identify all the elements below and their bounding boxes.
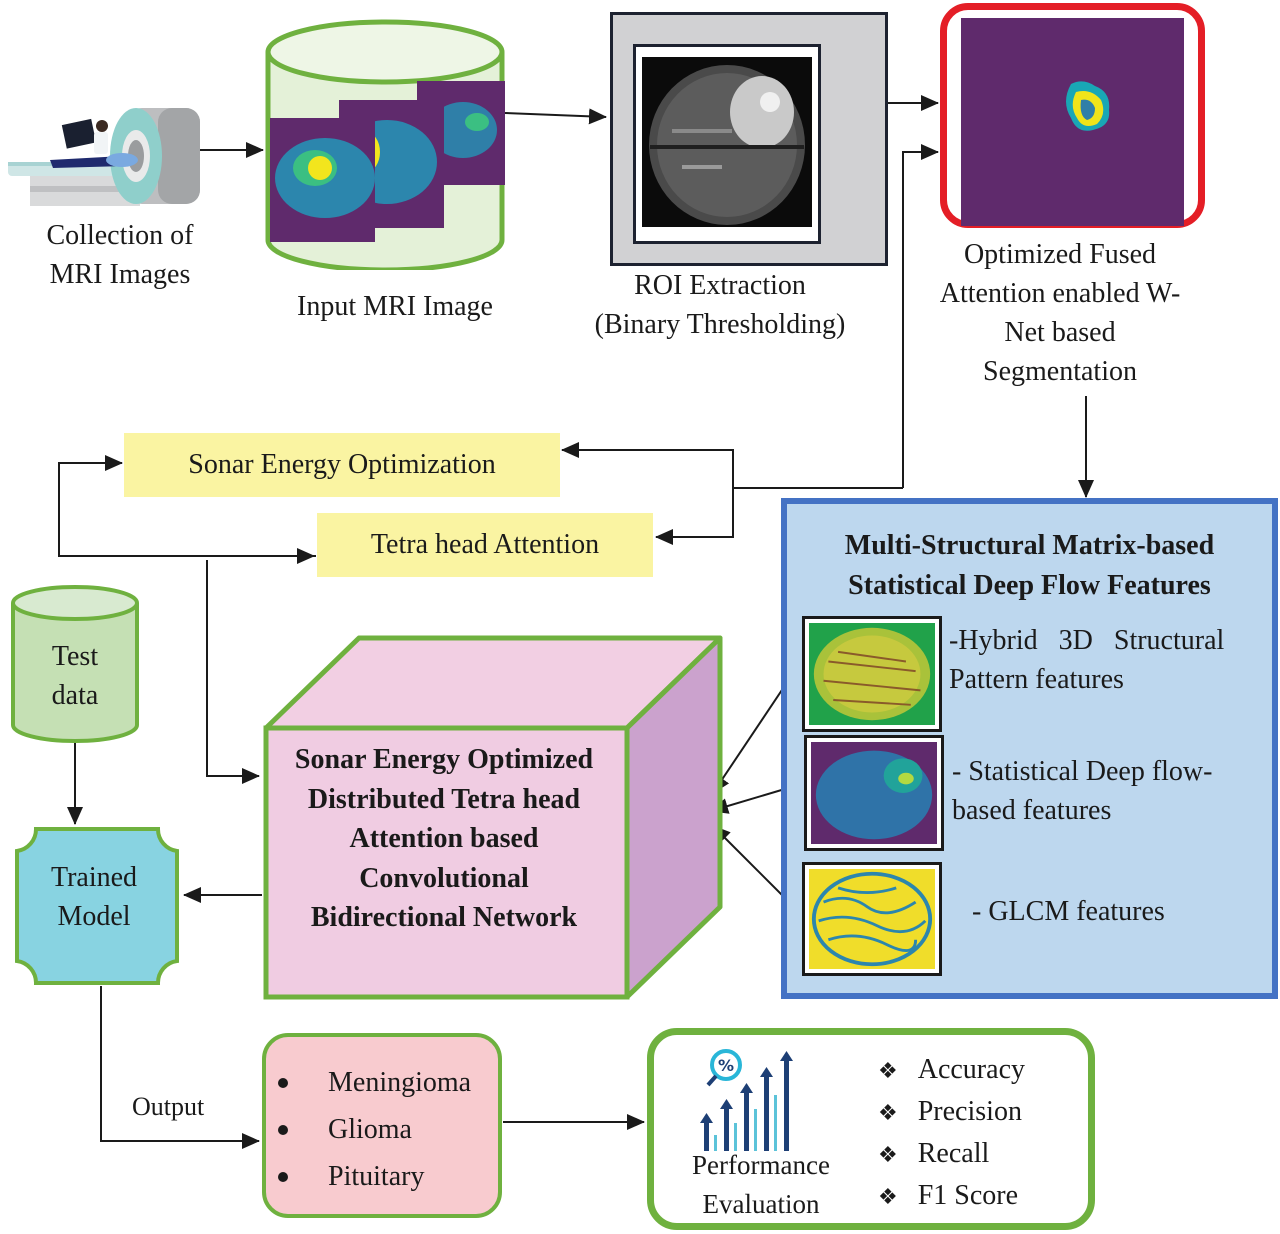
feature-item-1-line1: -Hybrid 3D Structural: [949, 625, 1225, 656]
roi-brain-image: [642, 57, 812, 227]
output-classes-box: Meningioma Glioma Pituitary: [262, 1033, 502, 1218]
bullet-icon: [278, 1171, 288, 1182]
segmentation-output-box: [940, 3, 1205, 228]
trained-model-line2: Model: [57, 901, 131, 932]
segmentation-label-line4: Segmentation: [983, 356, 1137, 387]
test-data-database: [11, 585, 139, 743]
metric-label: Precision: [917, 1096, 1022, 1127]
output-label: Output: [132, 1092, 205, 1121]
trained-model-shape: [15, 827, 179, 985]
roi-label: ROI Extraction (Binary Thresholding): [570, 266, 870, 344]
feature-item-2-line2: based features: [952, 795, 1112, 826]
segmentation-label: Optimized Fused Attention enabled W- Net…: [905, 235, 1215, 391]
arrow-loop-to-tetra: [655, 488, 734, 545]
arrow-loop-to-seg: [902, 144, 939, 488]
network-label-line5: Bidirectional Network: [310, 902, 578, 933]
cube-front-face: [263, 725, 630, 1000]
performance-evaluation-box: % Performance Evaluation ❖ Accuracy ❖ Prec…: [647, 1028, 1095, 1230]
statistical-deep-flow-thumbnail: [804, 735, 944, 851]
diamond-bullet-icon: ❖: [878, 1100, 898, 1125]
feature-item-3: - GLCM features: [972, 896, 1165, 927]
class-label: Meningioma: [328, 1067, 472, 1098]
collection-label: Collection of MRI Images: [20, 216, 220, 294]
test-data-line2: data: [51, 680, 99, 711]
segmentation-mask-image: [961, 18, 1184, 226]
collection-label-line2: MRI Images: [49, 259, 191, 290]
input-label: Input MRI Image: [297, 291, 493, 322]
metric-recall: ❖ Recall: [878, 1133, 989, 1176]
class-item-meningioma: Meningioma: [278, 1065, 471, 1101]
features-title: Multi-Structural Matrix-based Statistica…: [787, 526, 1272, 606]
test-data-line1: Test: [51, 641, 99, 672]
network-label: Sonar Energy Optimized Distributed Tetra…: [268, 740, 620, 938]
segmentation-label-line1: Optimized Fused: [963, 239, 1157, 270]
mri-scanner-icon: [8, 108, 200, 206]
metric-label: F1 Score: [917, 1180, 1019, 1211]
arrow-trained-to-classes: [100, 986, 260, 1149]
test-data-label: Test data: [10, 637, 140, 715]
features-title-line2: Statistical Deep Flow Features: [848, 570, 1211, 601]
feature-item-2-line1: - Statistical Deep flow-: [952, 756, 1213, 787]
network-label-line1: Sonar Energy Optimized: [294, 744, 594, 775]
glcm-thumbnail: [802, 862, 942, 976]
arrow-input-to-roi: [504, 108, 607, 125]
features-panel: Multi-Structural Matrix-based Statistica…: [781, 498, 1278, 999]
metric-label: Recall: [917, 1138, 990, 1169]
feature-item-1-line2: Pattern features: [949, 664, 1124, 695]
class-label: Pituitary: [328, 1161, 425, 1192]
network-label-line4: Convolutional: [359, 862, 529, 894]
features-title-line1: Multi-Structural Matrix-based: [844, 530, 1215, 561]
performance-label: Performance Evaluation: [676, 1146, 846, 1224]
roi-label-line1: ROI Extraction: [634, 270, 806, 301]
diamond-bullet-icon: ❖: [878, 1184, 898, 1209]
bullet-icon: [278, 1124, 288, 1135]
tetra-head-attention-box: Tetra head Attention: [317, 513, 653, 577]
network-label-line3: Attention based: [349, 823, 539, 854]
segmentation-label-line3: Net based: [1004, 317, 1116, 348]
metric-precision: ❖ Precision: [878, 1091, 1022, 1134]
class-label: Glioma: [328, 1114, 412, 1145]
diamond-bullet-icon: ❖: [878, 1142, 898, 1167]
class-item-pituitary: Pituitary: [278, 1159, 424, 1195]
metric-label: Accuracy: [917, 1054, 1025, 1085]
feature-item-1: -Hybrid 3D Structural Pattern features: [949, 621, 1274, 699]
metric-f1-score: ❖ F1 Score: [878, 1175, 1018, 1218]
svg-text:%: %: [718, 1056, 734, 1075]
arrow-loop-to-sonar: [561, 442, 903, 489]
diamond-bullet-icon: ❖: [878, 1058, 898, 1083]
metric-accuracy: ❖ Accuracy: [878, 1049, 1025, 1092]
performance-label-line2: Evaluation: [702, 1189, 820, 1219]
network-cube: [263, 635, 723, 1000]
mri-slice-1: [270, 118, 375, 242]
trained-model-line1: Trained: [50, 862, 138, 893]
roi-frame: [633, 44, 821, 244]
hybrid-3d-thumbnail: [802, 616, 942, 732]
percent-chart-icon: %: [700, 1049, 793, 1151]
network-label-line2: Distributed Tetra head: [307, 783, 581, 815]
class-item-glioma: Glioma: [278, 1112, 412, 1148]
feature-item-2: - Statistical Deep flow- based features: [952, 752, 1272, 830]
roi-extraction-box: [610, 12, 888, 266]
arrow-tetra-to-network: [206, 560, 260, 784]
input-mri-database: [265, 19, 505, 270]
segmentation-label-line2: Attention enabled W-: [939, 278, 1181, 309]
collection-label-line1: Collection of: [46, 220, 194, 251]
performance-label-line1: Performance: [692, 1150, 830, 1180]
trained-model-label: Trained Model: [14, 858, 174, 936]
bullet-icon: [278, 1077, 288, 1088]
roi-label-line2: (Binary Thresholding): [594, 309, 846, 340]
sonar-energy-optimization-box: Sonar Energy Optimization: [124, 433, 560, 497]
